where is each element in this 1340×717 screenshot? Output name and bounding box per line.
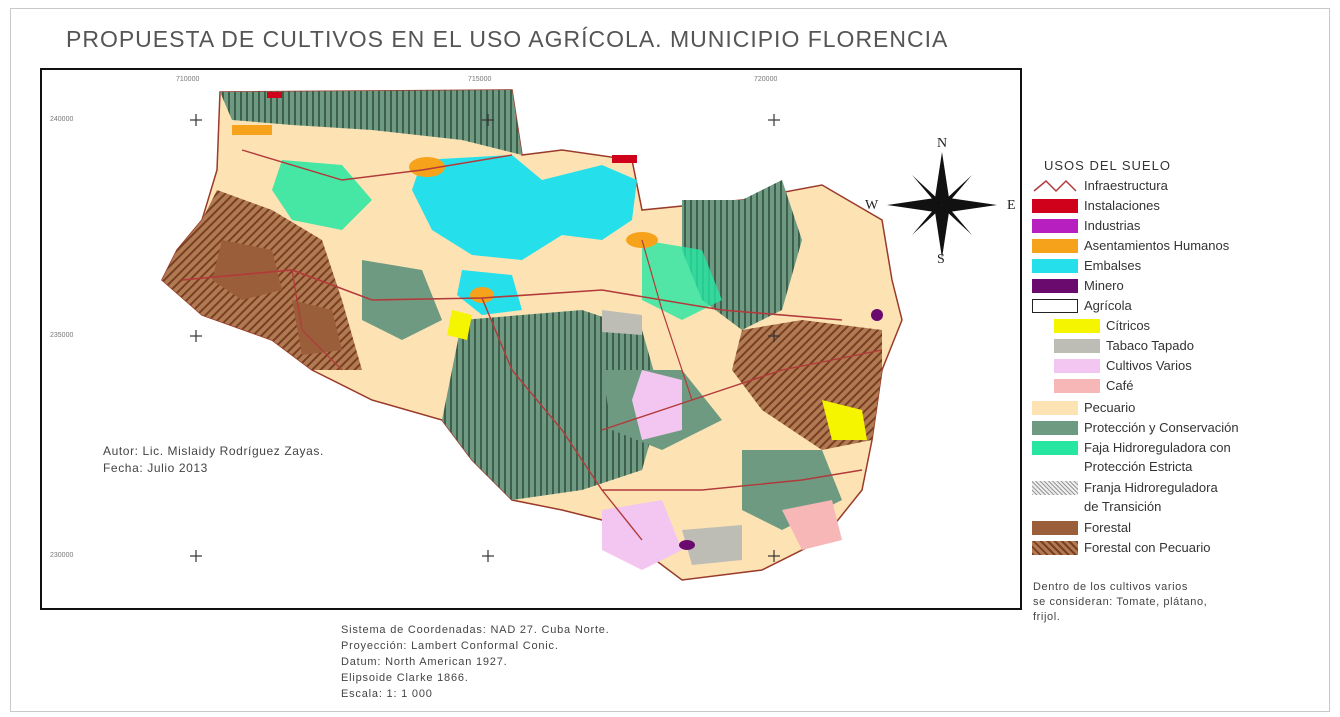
legend-note: Dentro de los cultivos varios se conside… <box>1033 580 1323 625</box>
legend-item: Asentamientos Humanos <box>1032 238 1229 253</box>
legend-label: Forestal <box>1084 520 1131 535</box>
legend-swatch <box>1032 400 1078 415</box>
scale: Escala: 1: 1 000 <box>341 688 433 700</box>
ellipsoid: Elipsoide Clarke 1866. <box>341 672 469 684</box>
north-arrow: N S W E <box>857 136 1020 270</box>
legend-item: Cultivos Varios <box>1054 358 1192 373</box>
date-line: Fecha: Julio 2013 <box>103 461 208 475</box>
legend-swatch <box>1032 179 1078 193</box>
legend-swatch <box>1032 440 1078 455</box>
legend-item: Café <box>1054 378 1133 393</box>
map-canvas[interactable]: 710000 715000 720000 240000 235000 23000… <box>40 68 1022 610</box>
legend-item: Forestal <box>1032 520 1131 535</box>
grid-crosses <box>190 114 780 562</box>
compass-w: W <box>865 198 879 213</box>
legend-label: Tabaco Tapado <box>1106 338 1194 353</box>
legend-item: Franja Hidroreguladora <box>1032 480 1218 495</box>
legend-label: Instalaciones <box>1084 198 1160 213</box>
datum: Datum: North American 1927. <box>341 656 508 668</box>
legend-label: Café <box>1106 378 1134 393</box>
author-line: Autor: Lic. Mislaidy Rodríguez Zayas. <box>103 444 324 458</box>
legend-item: Forestal con Pecuario <box>1032 540 1210 555</box>
legend-label: Embalses <box>1084 258 1142 273</box>
legend-note-line: frijol. <box>1033 611 1061 623</box>
legend-label: Cultivos Varios <box>1106 358 1192 373</box>
compass-n: N <box>937 136 948 151</box>
legend-label: Faja Hidroreguladora con <box>1084 440 1231 455</box>
legend-item: Instalaciones <box>1032 198 1160 213</box>
legend-swatch <box>1054 378 1100 393</box>
compass-e: E <box>1007 198 1016 213</box>
legend-label-cont: de Transición <box>1084 499 1162 514</box>
legend-swatch <box>1032 420 1078 435</box>
map-metadata: Sistema de Coordenadas: NAD 27. Cuba Nor… <box>341 622 610 702</box>
legend-label: Industrias <box>1084 218 1141 233</box>
map-svg <box>161 89 903 581</box>
grid-label-top-1: 710000 <box>176 76 200 83</box>
embalse-main <box>412 155 637 260</box>
grid-label-top-2: 715000 <box>468 76 492 83</box>
legend-label: Protección y Conservación <box>1084 420 1239 435</box>
legend-swatch <box>1032 520 1078 535</box>
compass-s: S <box>937 252 945 267</box>
legend-label: Forestal con Pecuario <box>1084 540 1211 555</box>
legend-label: Minero <box>1084 278 1124 293</box>
legend-swatch <box>1054 318 1100 333</box>
legend-swatch <box>1054 338 1100 353</box>
legend-swatch <box>1054 358 1100 373</box>
legend-label: Franja Hidroreguladora <box>1084 480 1218 495</box>
legend-item: Pecuario <box>1032 400 1135 415</box>
legend-swatch <box>1032 198 1078 213</box>
legend-note-line: Dentro de los cultivos varios <box>1033 581 1188 593</box>
legend-swatch <box>1032 278 1078 293</box>
legend-item: Faja Hidroreguladora con <box>1032 440 1231 455</box>
map-frame <box>10 8 1330 712</box>
legend-swatch <box>1032 218 1078 233</box>
legend-label: Infraestructura <box>1084 178 1168 193</box>
legend-swatch <box>1032 540 1078 555</box>
legend-item: Infraestructura <box>1032 178 1168 193</box>
coord-system: Sistema de Coordenadas: NAD 27. Cuba Nor… <box>341 624 610 636</box>
legend-swatch <box>1032 258 1078 273</box>
legend-label: Agrícola <box>1084 298 1132 313</box>
proteccion-north-zone <box>220 90 522 155</box>
legend-item: Agrícola <box>1032 298 1132 313</box>
grid-label-left-2: 235000 <box>50 332 74 339</box>
legend-swatch <box>1032 480 1078 495</box>
legend-swatch <box>1032 298 1078 313</box>
projection: Proyección: Lambert Conformal Conic. <box>341 640 559 652</box>
legend-item: Protección y Conservación <box>1032 420 1239 435</box>
legend-item: Tabaco Tapado <box>1054 338 1194 353</box>
map-title: PROPUESTA DE CULTIVOS EN EL USO AGRÍCOLA… <box>66 26 949 52</box>
legend-title: USOS DEL SUELO <box>1044 158 1171 173</box>
grid-label-top-3: 720000 <box>754 76 778 83</box>
legend-item: Industrias <box>1032 218 1140 233</box>
legend-note-line: se consideran: Tomate, plátano, <box>1033 596 1208 608</box>
legend-item: Cítricos <box>1054 318 1150 333</box>
legend-label-cont: Protección Estricta <box>1084 459 1193 474</box>
legend-label: Cítricos <box>1106 318 1151 333</box>
proteccion-central-zone <box>442 310 662 500</box>
grid-label-left-3: 230000 <box>50 552 74 559</box>
legend-item: Minero <box>1032 278 1124 293</box>
author-block: Autor: Lic. Mislaidy Rodríguez Zayas. Fe… <box>103 443 324 477</box>
legend-item: Embalses <box>1032 258 1141 273</box>
legend-swatch <box>1032 238 1078 253</box>
grid-label-left-1: 240000 <box>50 116 74 123</box>
legend-label: Asentamientos Humanos <box>1084 238 1230 253</box>
legend-label: Pecuario <box>1084 400 1136 415</box>
